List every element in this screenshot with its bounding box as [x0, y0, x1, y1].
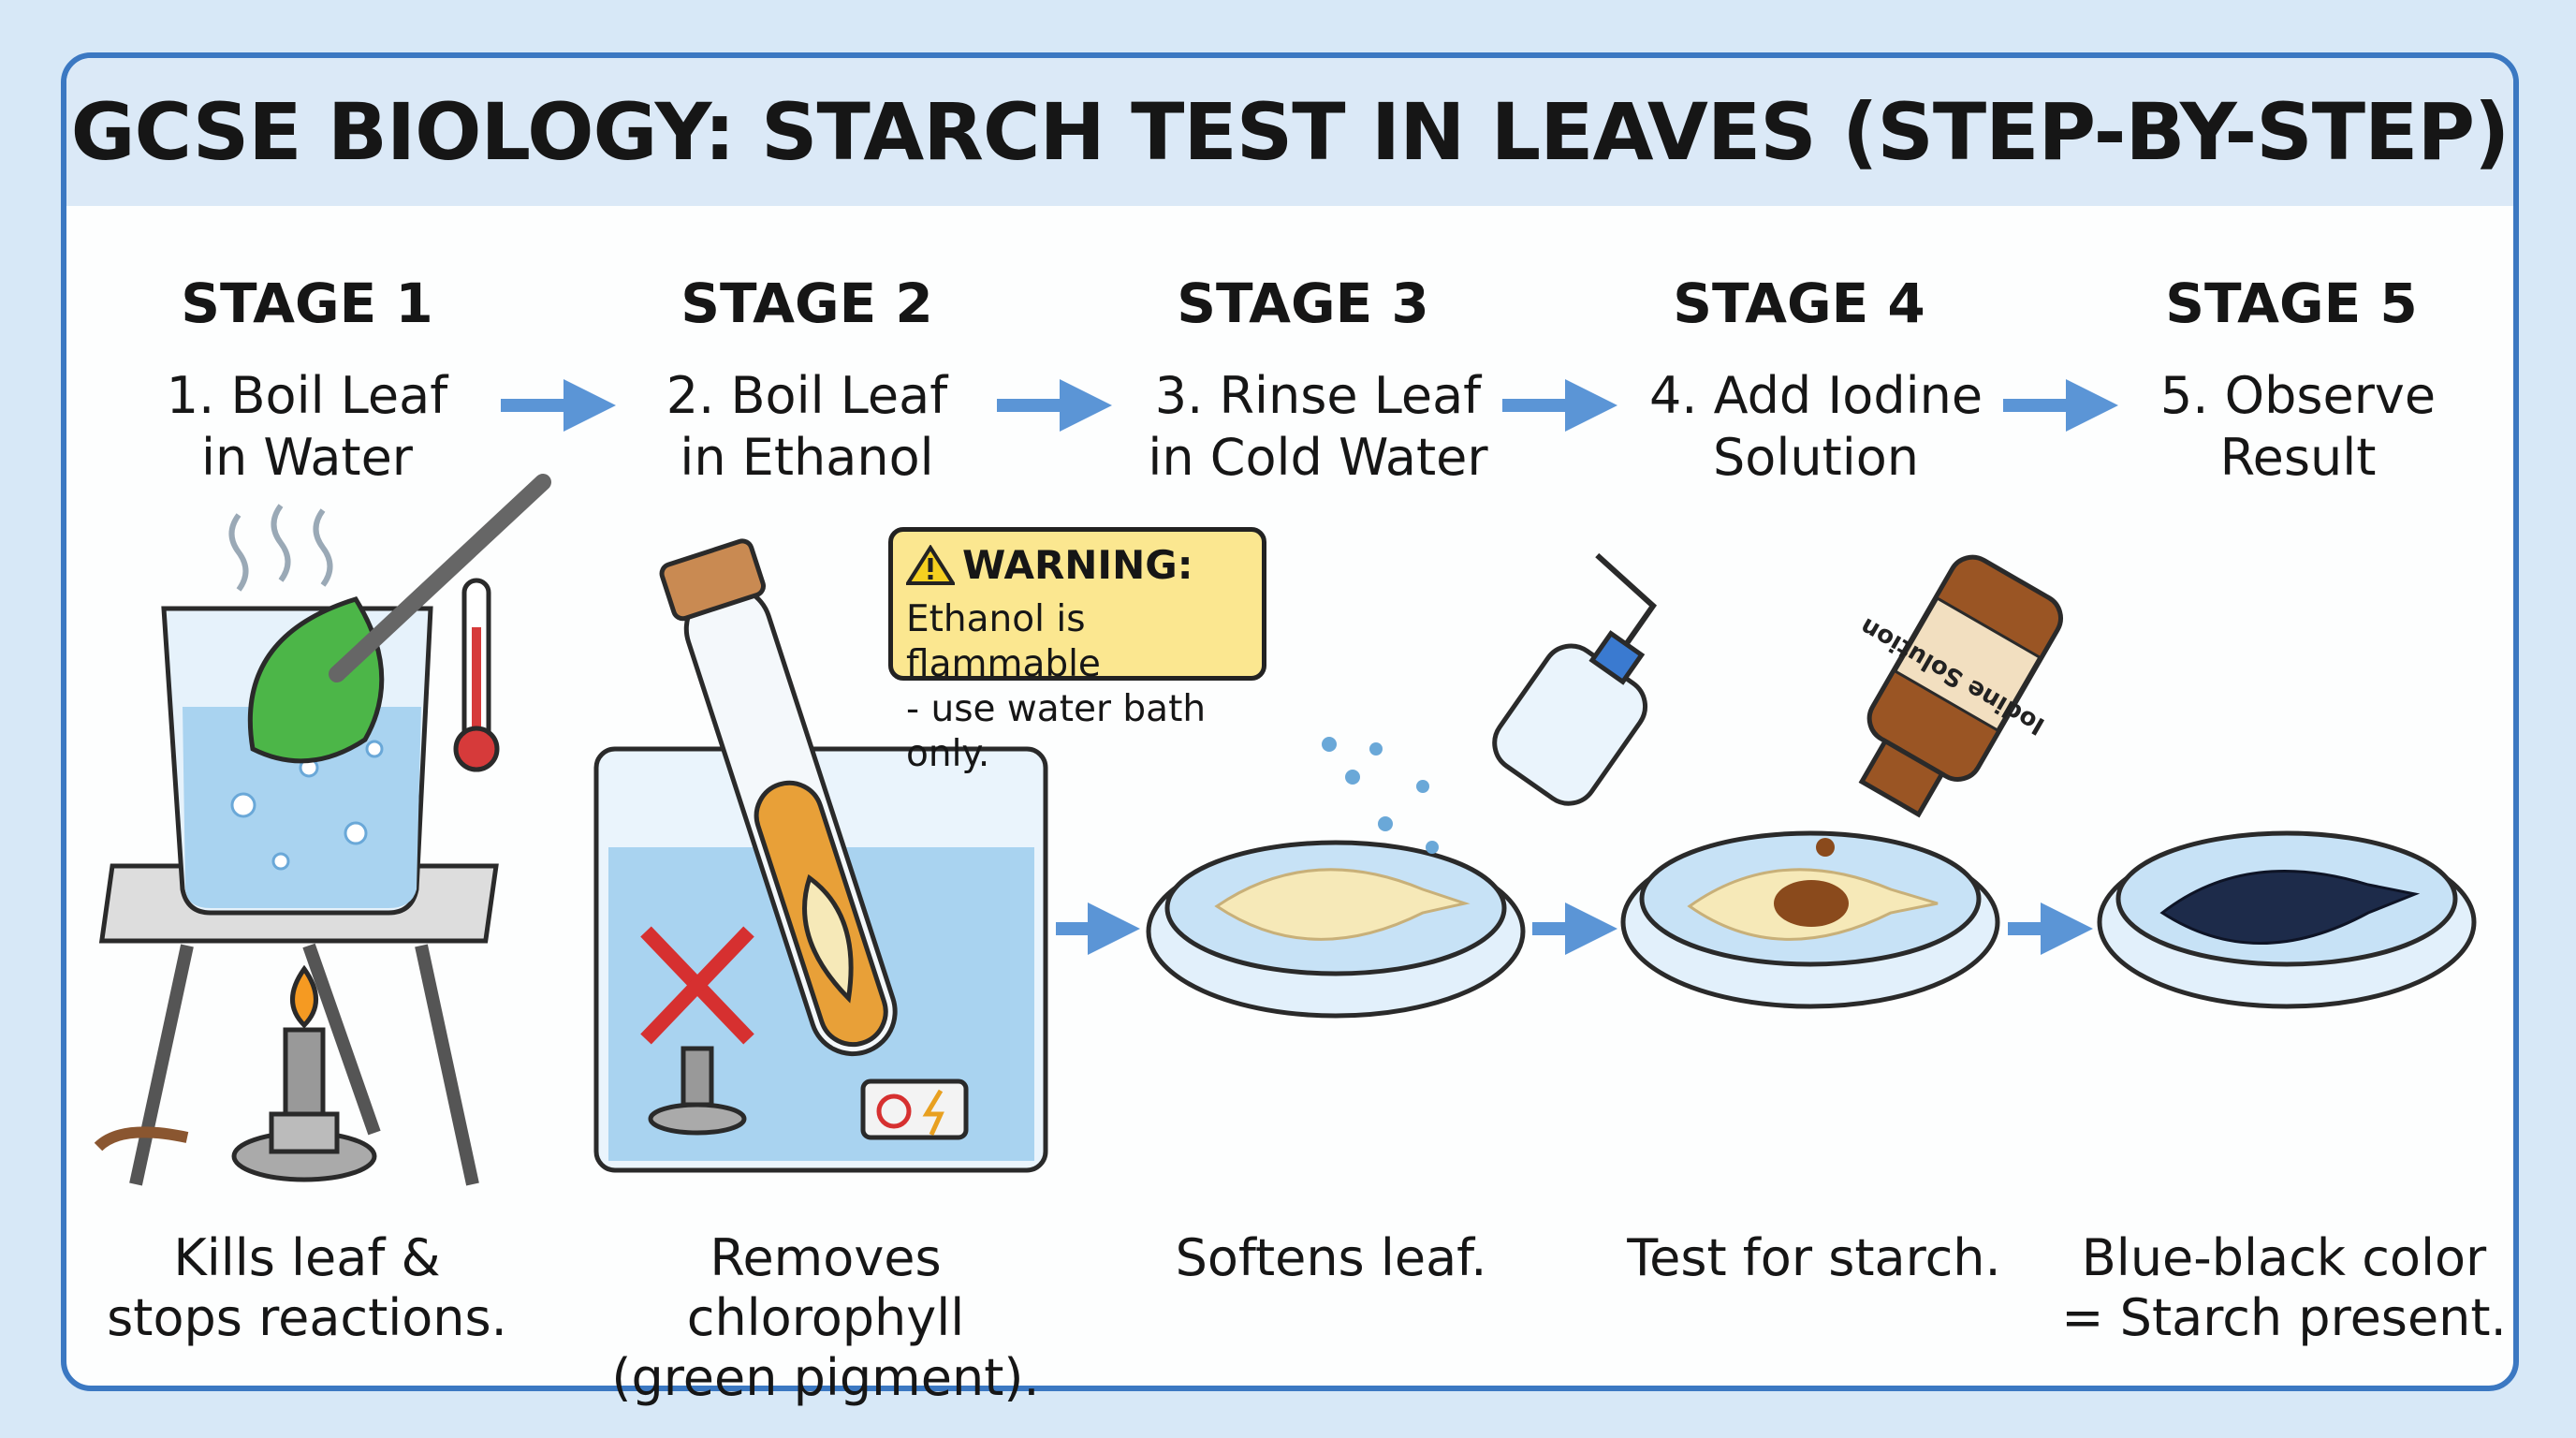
water-drops-icon [1322, 737, 1439, 854]
caption-line: = Starch present. [2061, 1288, 2507, 1347]
warning-heading: WARNING: [962, 542, 1193, 588]
caption-line: Kills leaf & [173, 1228, 441, 1287]
title-banner: GCSE BIOLOGY: STARCH TEST IN LEAVES (STE… [66, 58, 2513, 206]
steam-icon [228, 504, 333, 592]
stage2-header: STAGE 2 [681, 271, 933, 335]
no-flame-icon [640, 926, 754, 1045]
step-line: 5. Observe [2159, 366, 2437, 425]
step-line: 3. Rinse Leaf [1154, 366, 1482, 425]
iodine-stain [1774, 880, 1849, 927]
stage2-caption: Removes chlorophyll(green pigment). [564, 1228, 1088, 1408]
caption-line: stops reactions. [107, 1288, 507, 1347]
stage5-header: STAGE 5 [2165, 271, 2418, 335]
leaf-blue-black-icon [2159, 869, 2421, 945]
iodine-bottle-icon [1858, 554, 2063, 818]
step-line: 2. Boil Leaf [666, 366, 948, 425]
stage4-header: STAGE 4 [1673, 271, 1925, 335]
power-switch-icon [860, 1078, 969, 1140]
leaf-pale-icon [1214, 868, 1471, 941]
tongs-icon [329, 474, 551, 682]
stage1-illustration [94, 474, 551, 1186]
caption-line: Blue-black color [2081, 1228, 2487, 1287]
bunsen-burner-icon [94, 964, 377, 1182]
stage5-caption: Blue-black color= Starch present. [2050, 1228, 2518, 1348]
leaf-pale-icon [802, 873, 854, 1004]
stage4-caption: Test for starch. [1580, 1228, 2048, 1288]
warning-icon [904, 544, 957, 597]
step-line: in Cold Water [1148, 428, 1488, 487]
warning-line1: Ethanol is flammable [906, 598, 1101, 685]
step-line: 1. Boil Leaf [166, 366, 448, 425]
stage3-caption: Softens leaf. [1097, 1228, 1565, 1288]
hotplate-burner-icon [648, 1046, 747, 1136]
test-tube-icon [659, 538, 898, 1057]
page-title: GCSE BIOLOGY: STARCH TEST IN LEAVES (STE… [70, 86, 2510, 178]
step-line: in Ethanol [680, 428, 934, 487]
iodine-bottle-label: Iodine Solution [1855, 611, 2049, 740]
warning-box: WARNING: Ethanol is flammable - use wate… [888, 527, 1266, 775]
warning-line2: - use water bath only. [906, 688, 1207, 775]
caption-line: Test for starch. [1627, 1228, 2001, 1287]
stage1-header: STAGE 1 [181, 271, 433, 335]
caption-line: Removes chlorophyll [686, 1228, 965, 1347]
step-line: Result [2219, 428, 2377, 487]
step-line: 4. Add Iodine [1648, 366, 1983, 425]
stage3-illustration [1146, 552, 1658, 1019]
step-arrows [501, 379, 2118, 955]
stage4-illustration [1620, 554, 2063, 1009]
step-line: in Water [200, 428, 414, 487]
caption-line: (green pigment). [611, 1348, 1040, 1407]
stage5-illustration [2097, 830, 2477, 1009]
thermometer-icon [453, 578, 500, 772]
leaf-green-icon [247, 596, 385, 764]
caption-line: Softens leaf. [1175, 1228, 1487, 1287]
tripod-icon [129, 943, 479, 1186]
stage3-header: STAGE 3 [1177, 271, 1429, 335]
stage2-illustration [593, 538, 1048, 1173]
step-line: Solution [1713, 428, 1919, 487]
wash-bottle-icon [1492, 552, 1658, 806]
stage1-caption: Kills leaf &stops reactions. [73, 1228, 541, 1348]
